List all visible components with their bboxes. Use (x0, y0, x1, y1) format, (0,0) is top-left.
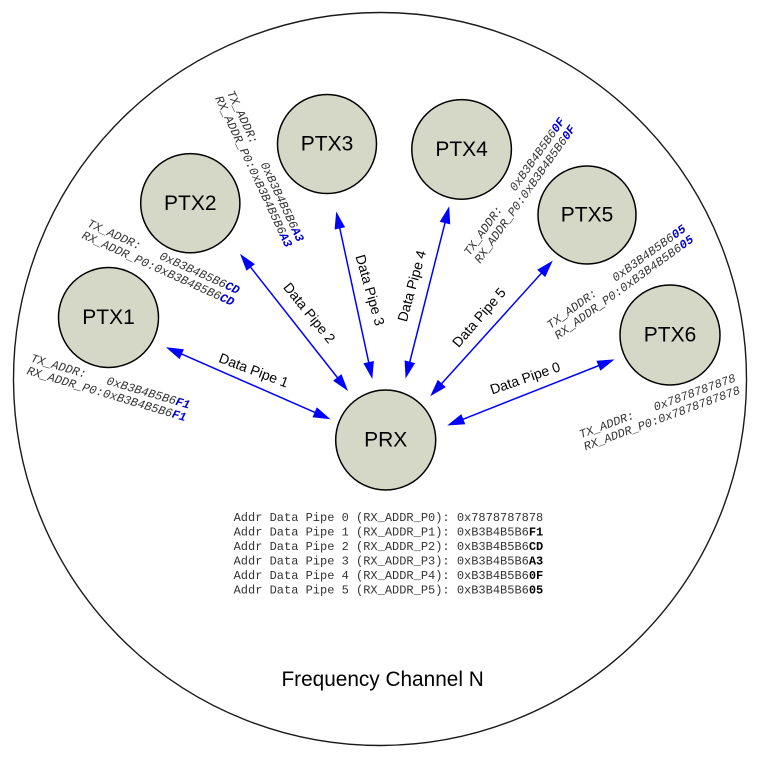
svg-text:Addr Data Pipe 3 (RX_ADDR_P3):: Addr Data Pipe 3 (RX_ADDR_P3): 0xB3B4B5B… (234, 554, 544, 568)
svg-text:PTX4: PTX4 (435, 138, 488, 161)
svg-text:PTX5: PTX5 (561, 204, 614, 227)
svg-text:Addr Data Pipe 4 (RX_ADDR_P4):: Addr Data Pipe 4 (RX_ADDR_P4): 0xB3B4B5B… (234, 569, 544, 583)
svg-text:PTX3: PTX3 (301, 133, 354, 156)
svg-text:PTX1: PTX1 (82, 306, 135, 329)
svg-text:Addr Data Pipe 2 (RX_ADDR_P2):: Addr Data Pipe 2 (RX_ADDR_P2): 0xB3B4B5B… (234, 540, 544, 554)
svg-text:Addr Data Pipe 1 (RX_ADDR_P1):: Addr Data Pipe 1 (RX_ADDR_P1): 0xB3B4B5B… (234, 525, 544, 539)
svg-text:Addr Data Pipe 0 (RX_ADDR_P0):: Addr Data Pipe 0 (RX_ADDR_P0): 0x7878787… (234, 511, 544, 525)
svg-text:Frequency Channel N: Frequency Channel N (281, 668, 483, 691)
svg-text:PTX2: PTX2 (164, 192, 217, 215)
svg-text:Addr Data Pipe 5 (RX_ADDR_P5):: Addr Data Pipe 5 (RX_ADDR_P5): 0xB3B4B5B… (234, 583, 544, 597)
svg-text:PRX: PRX (364, 429, 407, 452)
svg-text:PTX6: PTX6 (644, 324, 697, 347)
